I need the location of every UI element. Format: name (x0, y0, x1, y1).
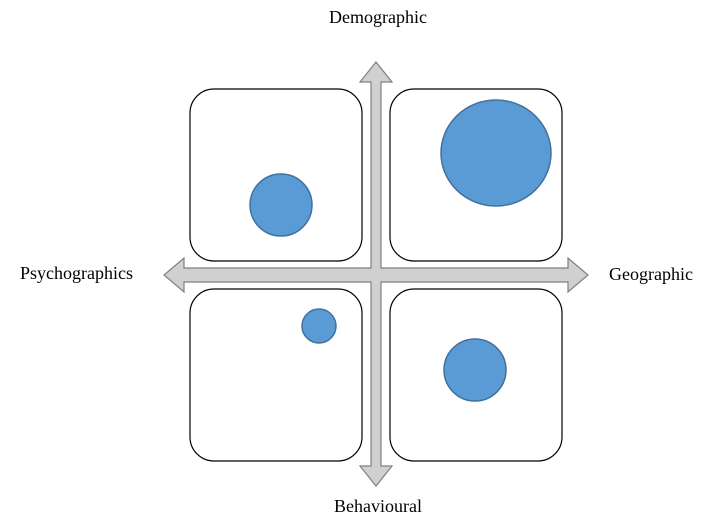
axis-label-behavioural: Behavioural (334, 496, 422, 516)
bubble-top-right (440, 99, 552, 207)
axis-label-demographic: Demographic (329, 7, 427, 27)
four-way-arrow (163, 61, 589, 487)
bubble-bottom-right (443, 338, 507, 402)
quadrant-bottom-left (189, 288, 363, 462)
axis-label-psychographics: Psychographics (20, 263, 133, 283)
axis-label-geographic: Geographic (609, 264, 693, 284)
bubble-top-left (249, 173, 313, 237)
bubble-bottom-left (301, 308, 337, 344)
